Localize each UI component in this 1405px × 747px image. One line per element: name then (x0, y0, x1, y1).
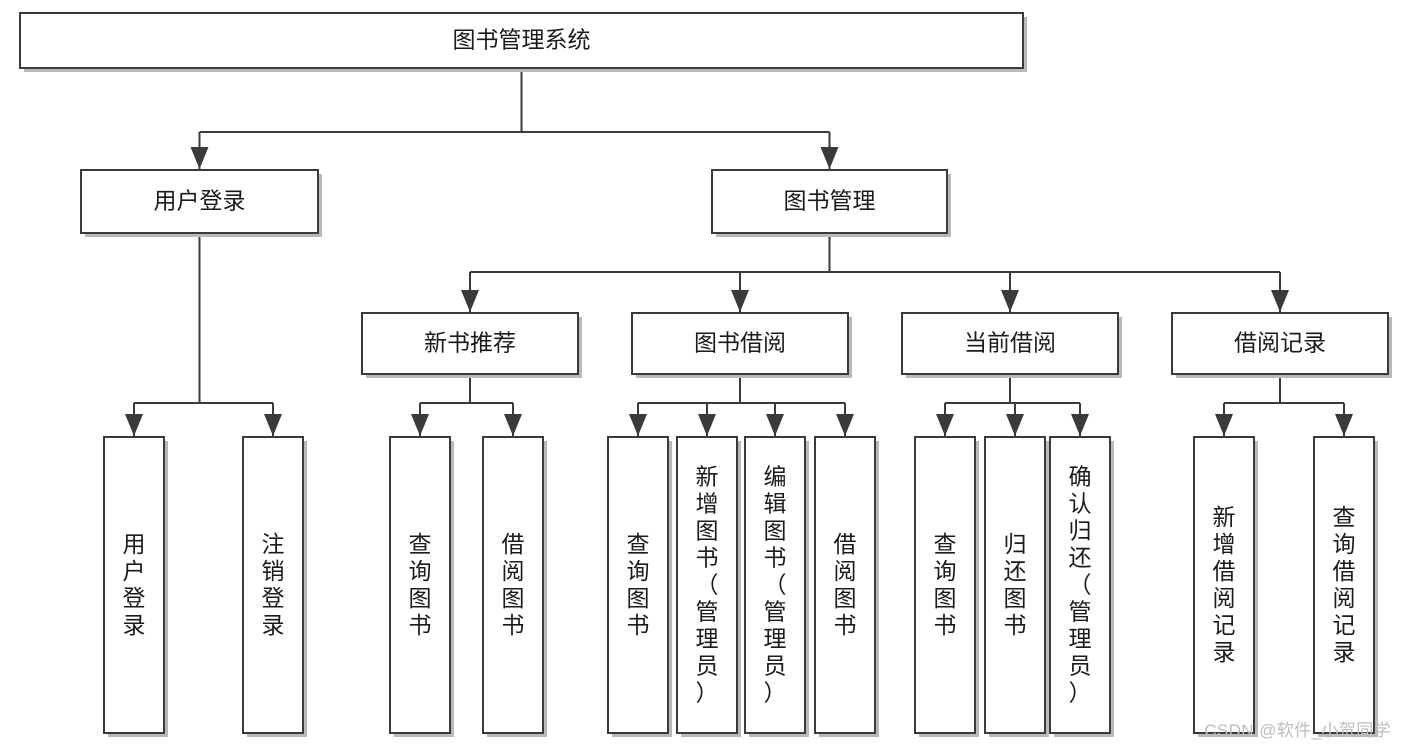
arrow-head (820, 147, 839, 169)
node-leaf-确认归还管理员-10[interactable]: 确认归还（管理员） (1048, 435, 1114, 737)
node-l2-用户登录-0[interactable]: 用户登录 (79, 168, 322, 237)
node-rect[interactable] (360, 311, 580, 376)
node-label: 查询借阅记录 (1333, 504, 1356, 665)
node-label: 归还图书 (1004, 531, 1027, 638)
arrow-head (1271, 290, 1289, 312)
node-label: 编辑图书（管理员） (764, 464, 787, 706)
arrow-head (125, 414, 143, 436)
watermark-text: CSDN @软件_小贺同学 (1204, 721, 1391, 740)
node-label: 查询图书 (627, 531, 650, 638)
node-label: 借阅图书 (502, 531, 525, 638)
node-rect[interactable] (813, 435, 877, 735)
node-label: 图书管理 (784, 188, 876, 214)
node-label: 当前借阅 (964, 330, 1056, 356)
node-root-图书管理系统-0[interactable]: 图书管理系统 (18, 11, 1027, 72)
arrow-head (936, 414, 954, 436)
arrow-head (731, 290, 749, 312)
node-leaf-新增借阅记录-11[interactable]: 新增借阅记录 (1192, 435, 1258, 737)
arrow-head (264, 414, 282, 436)
node-rect[interactable] (900, 311, 1120, 376)
node-leaf-借阅图书-7[interactable]: 借阅图书 (813, 435, 879, 737)
arrow-head (1215, 414, 1233, 436)
node-rect[interactable] (743, 435, 807, 735)
arrow-head (1071, 414, 1089, 436)
node-leaf-查询借阅记录-12[interactable]: 查询借阅记录 (1312, 435, 1378, 737)
node-l3-图书借阅-1[interactable]: 图书借阅 (630, 311, 852, 378)
node-leaf-编辑图书管理员-6[interactable]: 编辑图书（管理员） (743, 435, 809, 737)
arrow-head (411, 414, 429, 436)
arrow-head (190, 147, 209, 169)
node-label: 注销登录 (262, 531, 285, 638)
node-l3-借阅记录-3[interactable]: 借阅记录 (1170, 311, 1392, 378)
node-rect[interactable] (983, 435, 1047, 735)
node-label: 新书推荐 (424, 330, 516, 356)
node-label: 用户登录 (123, 531, 146, 638)
node-rect[interactable] (79, 168, 320, 235)
node-label: 借阅记录 (1234, 330, 1326, 356)
node-leaf-用户登录-0[interactable]: 用户登录 (102, 435, 168, 737)
node-l3-新书推荐-0[interactable]: 新书推荐 (360, 311, 582, 378)
node-layer: 图书管理系统用户登录图书管理新书推荐图书借阅当前借阅借阅记录用户登录注销登录查询… (18, 11, 1392, 737)
arrow-head (1006, 414, 1024, 436)
node-rect[interactable] (481, 435, 545, 735)
node-rect[interactable] (710, 168, 949, 235)
node-rect[interactable] (1192, 435, 1256, 735)
node-label: 查询图书 (934, 531, 957, 638)
node-leaf-查询图书-8[interactable]: 查询图书 (913, 435, 979, 737)
node-rect[interactable] (630, 311, 850, 376)
node-label: 借阅图书 (834, 531, 857, 638)
node-l2-图书管理-1[interactable]: 图书管理 (710, 168, 951, 237)
node-label: 图书管理系统 (453, 27, 591, 53)
node-rect[interactable] (18, 11, 1025, 70)
node-leaf-新增图书管理员-5[interactable]: 新增图书（管理员） (675, 435, 741, 737)
connector-layer (125, 68, 1353, 436)
arrow-head (629, 414, 647, 436)
node-rect[interactable] (606, 435, 670, 735)
node-label: 新增借阅记录 (1213, 504, 1236, 665)
node-rect[interactable] (675, 435, 739, 735)
arrow-head (698, 414, 716, 436)
arrow-head (836, 414, 854, 436)
node-rect[interactable] (388, 435, 452, 735)
node-label: 新增图书（管理员） (696, 464, 719, 706)
node-leaf-查询图书-4[interactable]: 查询图书 (606, 435, 672, 737)
node-label: 图书借阅 (694, 330, 786, 356)
arrow-head (1001, 290, 1019, 312)
arrow-head (1335, 414, 1353, 436)
node-l3-当前借阅-2[interactable]: 当前借阅 (900, 311, 1122, 378)
node-rect[interactable] (102, 435, 166, 735)
node-rect[interactable] (1048, 435, 1112, 735)
node-rect[interactable] (1312, 435, 1376, 735)
node-leaf-注销登录-1[interactable]: 注销登录 (241, 435, 307, 737)
arrow-head (504, 414, 522, 436)
node-leaf-归还图书-9[interactable]: 归还图书 (983, 435, 1049, 737)
arrow-head (461, 290, 479, 312)
node-leaf-借阅图书-3[interactable]: 借阅图书 (481, 435, 547, 737)
arrow-head (766, 414, 784, 436)
node-label: 用户登录 (154, 188, 246, 214)
node-rect[interactable] (913, 435, 977, 735)
node-rect[interactable] (1170, 311, 1390, 376)
node-label: 确认归还（管理员） (1069, 464, 1092, 706)
node-leaf-查询图书-2[interactable]: 查询图书 (388, 435, 454, 737)
node-label: 查询图书 (409, 531, 432, 638)
node-rect[interactable] (241, 435, 305, 735)
